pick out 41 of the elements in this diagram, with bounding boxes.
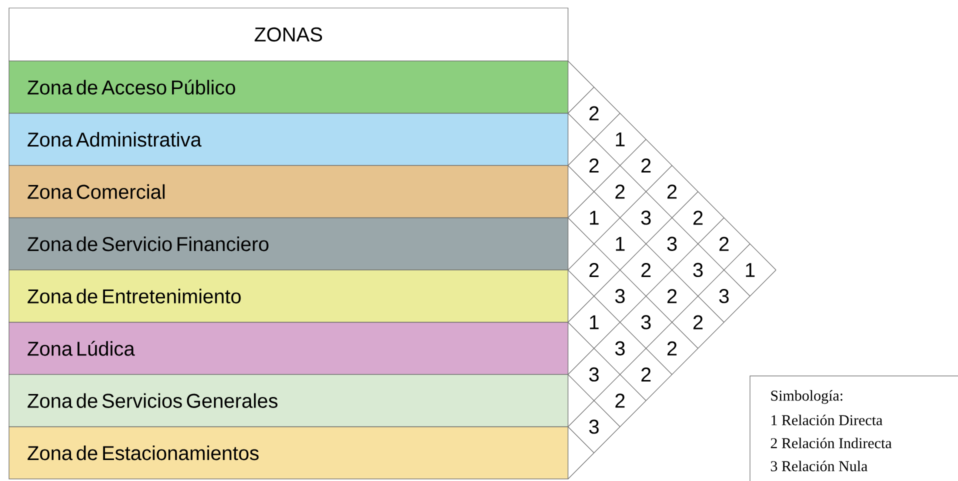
zone-row: Zona de Acceso Público <box>8 60 568 114</box>
matrix-value: 1 <box>616 132 625 146</box>
zone-row: Zona Administrativa <box>8 112 568 166</box>
matrix-value: 2 <box>667 341 677 356</box>
legend-item: 2 Relación Indirecta <box>770 438 892 448</box>
matrix-value: 3 <box>641 210 651 225</box>
matrix-value: 3 <box>693 262 703 278</box>
header-cell: ZONAS <box>8 8 568 62</box>
matrix-value: 3 <box>615 289 625 304</box>
legend-item: 3 Relación Nula <box>770 460 868 472</box>
zone-row: Zona de Entretenimiento <box>8 270 568 322</box>
matrix-value: 2 <box>667 289 677 304</box>
matrix-value: 2 <box>641 263 651 277</box>
matrix-value: 1 <box>590 210 599 225</box>
matrix-value: 2 <box>589 263 599 277</box>
matrix-value: 2 <box>693 315 703 330</box>
matrix-value: 1 <box>746 263 755 277</box>
matrix-value: 2 <box>641 158 651 172</box>
legend-item: 1 Relación Directa <box>772 414 882 426</box>
matrix-value: 2 <box>589 158 599 172</box>
matrix-value: 2 <box>719 236 729 251</box>
matrix-value: 3 <box>589 420 599 434</box>
matrix-value: 3 <box>641 315 651 330</box>
zone-row: Zona Lúdica <box>8 322 568 375</box>
zone-row: Zona de Servicio Financiero <box>8 217 568 270</box>
zone-row: Zona Comercial <box>8 165 568 218</box>
matrix-value: 2 <box>589 106 599 120</box>
matrix-value: 2 <box>615 184 625 199</box>
matrix-value: 3 <box>719 289 729 304</box>
matrix-value: 2 <box>693 210 703 225</box>
matrix-value: 3 <box>615 341 625 356</box>
zone-row: Zona de Servicios Generales <box>8 374 568 427</box>
matrix-value: 3 <box>589 367 599 382</box>
matrix-value: 2 <box>615 394 625 408</box>
legend-heading: Simbología: <box>771 390 842 404</box>
zone-row: Zona de Estacionamientos <box>8 426 568 480</box>
matrix-value: 1 <box>590 315 599 330</box>
matrix-value: 2 <box>667 184 677 199</box>
matrix-value: 3 <box>667 236 677 251</box>
matrix-value: 1 <box>616 237 625 251</box>
matrix-value: 2 <box>641 368 651 382</box>
